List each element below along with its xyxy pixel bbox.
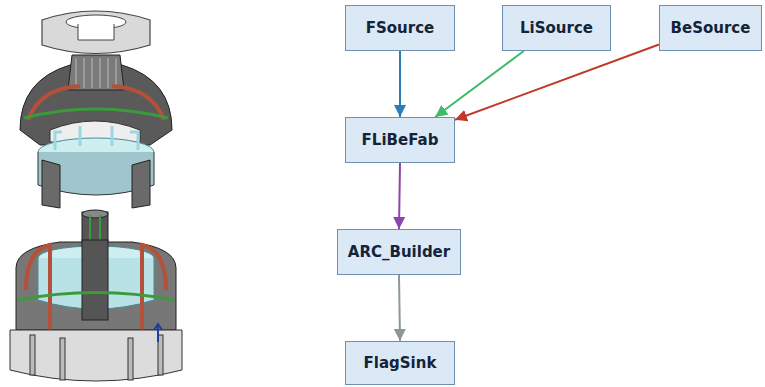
box-label: LiSource <box>520 19 593 37</box>
box-label: BeSource <box>671 19 751 37</box>
box-label: FlagSink <box>364 354 437 372</box>
flow-arrow <box>455 45 659 120</box>
flow-arrow <box>435 51 524 117</box>
process-box: FLiBeFab <box>345 117 455 163</box>
box-label: ARC_Builder <box>348 243 450 261</box>
flow-arrow <box>399 163 400 229</box>
flow-arrow <box>399 51 401 117</box>
process-box: BeSource <box>659 5 762 51</box>
flow-arrow <box>399 275 400 341</box>
process-box: FSource <box>345 5 455 51</box>
box-label: FLiBeFab <box>362 131 439 149</box>
process-box: LiSource <box>502 5 611 51</box>
box-label: FSource <box>366 19 435 37</box>
process-box: FlagSink <box>345 341 455 385</box>
process-box: ARC_Builder <box>337 229 461 275</box>
reactor-illustration <box>0 0 200 387</box>
